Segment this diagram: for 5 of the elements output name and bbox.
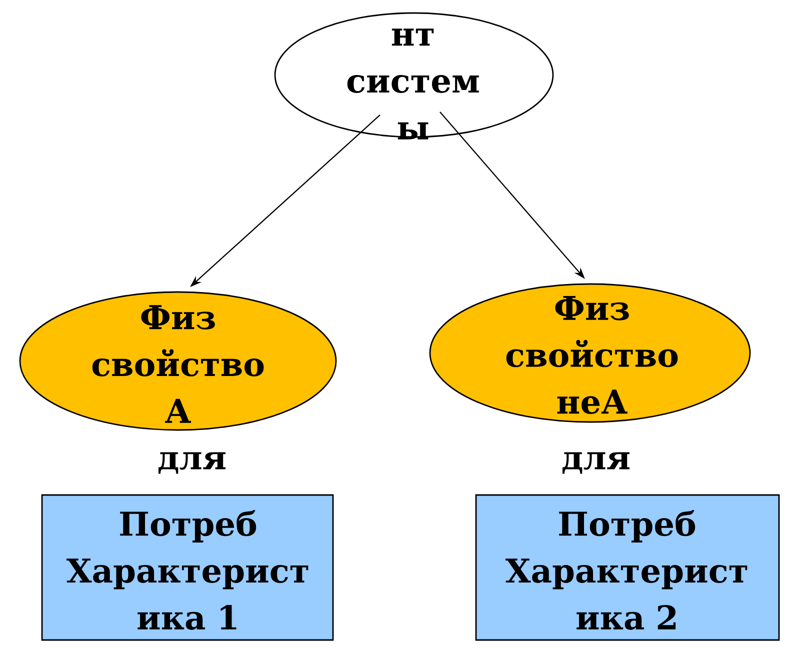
- text-label: для: [158, 452, 226, 474]
- text-label: для: [562, 452, 630, 474]
- process-box: Потреб Характерист ика 1: [41, 494, 334, 641]
- ellipse-node: Физ свойство неА: [429, 283, 751, 423]
- process-box: Потреб Характерист ика 2: [475, 494, 780, 641]
